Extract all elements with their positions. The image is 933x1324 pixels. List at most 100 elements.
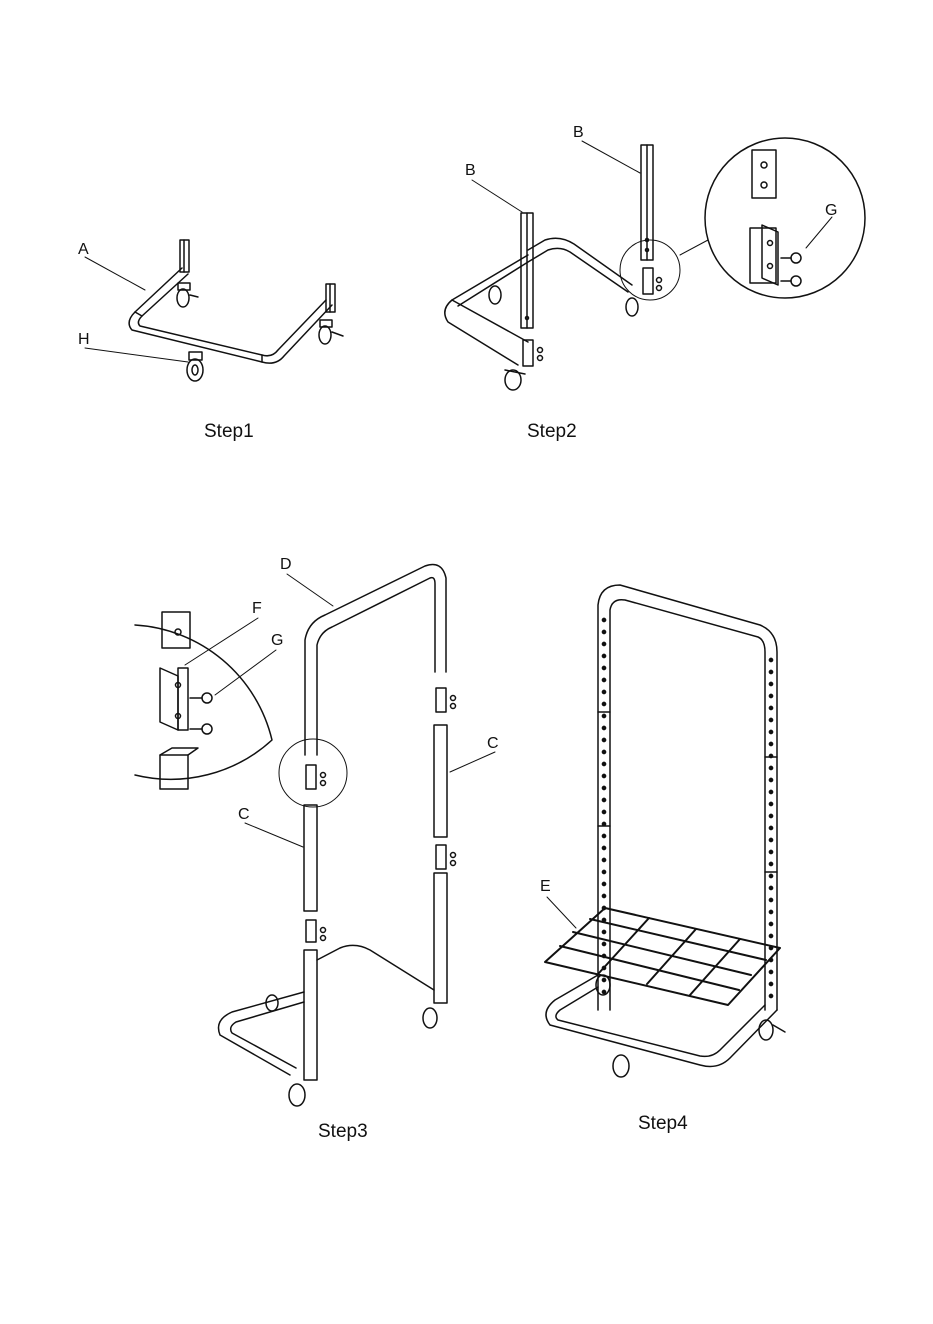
step3-top-arch (305, 565, 446, 756)
step1-socket-right (326, 284, 335, 312)
leader-c1 (245, 823, 303, 847)
hole (769, 898, 772, 901)
hole (602, 774, 605, 777)
hole (769, 778, 772, 781)
step1-caster-back-right (319, 320, 343, 344)
hole (769, 922, 772, 925)
step3-label: Step3 (318, 1121, 368, 1143)
step1-caster-back-left (177, 283, 198, 307)
callout-h: H (78, 331, 90, 349)
hole (602, 786, 605, 789)
callout-b-left: B (465, 162, 476, 180)
hole (602, 942, 605, 945)
callout-c-left: C (238, 806, 250, 824)
hole (602, 714, 605, 717)
hole (602, 618, 605, 621)
hole (769, 658, 772, 661)
leader-d (287, 574, 333, 606)
hole (769, 742, 772, 745)
leader-g2 (215, 650, 276, 695)
step3-detail-circle (135, 612, 272, 789)
step4-figure (545, 585, 785, 1077)
leader-c2 (450, 752, 495, 772)
hole (769, 982, 772, 985)
hole (602, 822, 605, 825)
hole (602, 894, 605, 897)
hole (769, 814, 772, 817)
hole (769, 754, 772, 757)
step2-detail-circle (705, 138, 865, 298)
hole (602, 978, 605, 981)
hole (602, 750, 605, 753)
hole (769, 910, 772, 913)
step2-label: Step2 (527, 421, 577, 443)
hole (602, 642, 605, 645)
hole (769, 838, 772, 841)
callout-b-right: B (573, 124, 584, 142)
hole (769, 886, 772, 889)
hole (602, 678, 605, 681)
hole (602, 990, 605, 993)
hole (769, 850, 772, 853)
hole (602, 666, 605, 669)
hole (769, 874, 772, 877)
hole (602, 702, 605, 705)
hole (769, 766, 772, 769)
step1-caster-front (187, 352, 203, 381)
hole (602, 654, 605, 657)
hole (769, 826, 772, 829)
step1-socket-left (180, 240, 189, 272)
step2-tube-b-right (641, 145, 653, 260)
hole (769, 670, 772, 673)
step4-upright-frame (598, 585, 777, 1010)
step1-base-frame (129, 268, 332, 363)
hole (769, 994, 772, 997)
step1-label: Step1 (204, 421, 254, 443)
leader-h (85, 348, 188, 362)
hole (602, 798, 605, 801)
hole (602, 738, 605, 741)
step2-base-frame (445, 238, 632, 365)
hole (602, 858, 605, 861)
step3-tube-c-left (304, 805, 317, 911)
leader-a (85, 257, 145, 290)
step2-tube-b-left (521, 213, 533, 328)
step2-figure (445, 138, 865, 390)
leader-g1 (806, 217, 832, 248)
hole (769, 862, 772, 865)
step4-wire-shelf (545, 908, 780, 1005)
callout-g-step2: G (825, 202, 837, 220)
callout-d: D (280, 556, 292, 574)
step3-figure (135, 565, 495, 1107)
hole (769, 694, 772, 697)
leader-b1 (472, 180, 522, 212)
step4-label: Step4 (638, 1113, 688, 1135)
hole (769, 730, 772, 733)
leader-e (547, 897, 576, 928)
hole (769, 718, 772, 721)
step1-figure (85, 240, 343, 381)
hole (769, 934, 772, 937)
hole (602, 726, 605, 729)
step3-tube-c-right (434, 725, 447, 837)
hole (769, 682, 772, 685)
hole (769, 706, 772, 709)
leader-b2 (582, 141, 640, 173)
hole (602, 762, 605, 765)
step3-base-frame (219, 945, 435, 1075)
hole (602, 846, 605, 849)
hole (769, 790, 772, 793)
hole (602, 810, 605, 813)
hole (602, 930, 605, 933)
callout-g-step3: G (271, 632, 283, 650)
callout-a: A (78, 241, 89, 259)
step2-detail-connector (680, 240, 708, 255)
hole (602, 834, 605, 837)
callout-c-right: C (487, 735, 499, 753)
hole (602, 882, 605, 885)
callout-e: E (540, 878, 551, 896)
hole (769, 970, 772, 973)
hole (602, 630, 605, 633)
callout-f: F (252, 600, 262, 618)
hole (602, 870, 605, 873)
